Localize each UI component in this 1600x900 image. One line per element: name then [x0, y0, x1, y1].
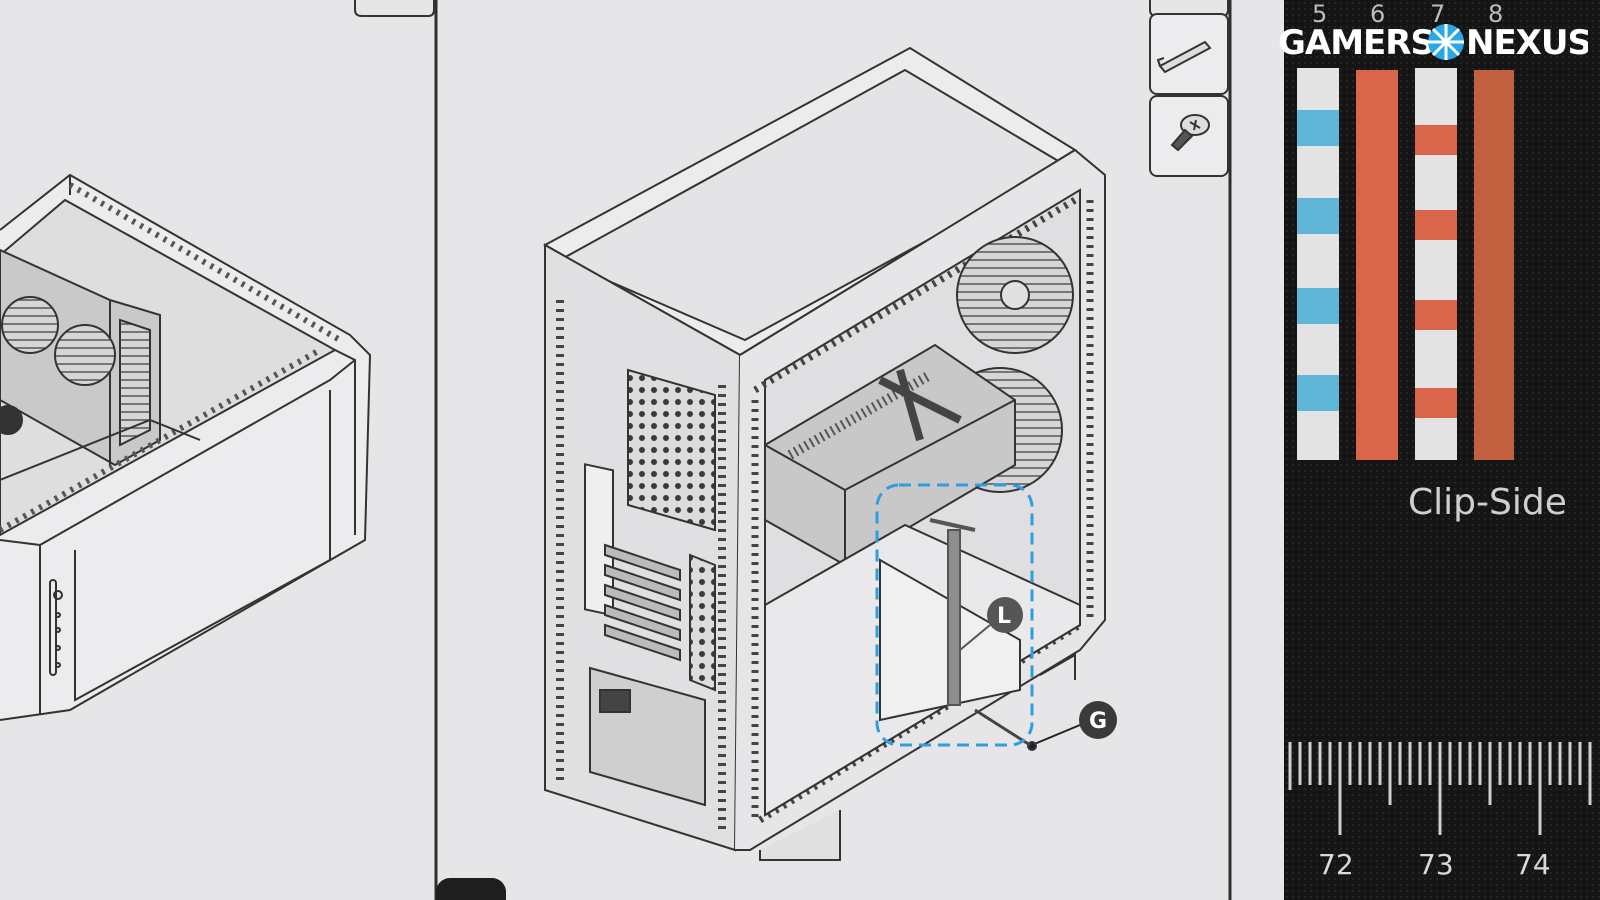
ruler-number-74: 74 [1515, 848, 1551, 881]
callout-g: G [1079, 701, 1117, 739]
screw-icon [1170, 114, 1210, 152]
logo-text-nexus: NEXUS [1466, 23, 1588, 63]
callout-l: L [959, 597, 1023, 651]
connector-overlay [1280, 0, 1600, 900]
pin-number-6: 6 [1370, 0, 1386, 28]
pin-number-8: 8 [1488, 0, 1504, 28]
pin-number-7: 7 [1430, 0, 1446, 28]
highlight-box [875, 483, 1034, 747]
wire-2 [1356, 70, 1398, 460]
clip-side-label: Clip-Side [1408, 482, 1567, 523]
ruler-number-72: 72 [1318, 848, 1354, 881]
wire-3 [1415, 68, 1457, 460]
ruler [1288, 742, 1592, 835]
gamers-nexus-logo: GAMERS NEXUS [1278, 23, 1588, 63]
logo-text-gamers: GAMERS [1278, 23, 1434, 63]
bottom-page-tab [436, 878, 506, 900]
tool-icons [1149, 0, 1229, 177]
wire-4 [1474, 70, 1514, 460]
page-tab [354, 0, 435, 17]
ruler-number-73: 73 [1418, 848, 1454, 881]
wire-1 [1297, 68, 1339, 460]
callout-l-letter: L [997, 604, 1011, 629]
left-case-illustration [0, 173, 372, 721]
center-case-illustration [542, 46, 1106, 861]
logo-emblem-icon [1428, 24, 1464, 60]
callout-g-letter: G [1089, 709, 1107, 734]
bracket-icon [1156, 40, 1212, 74]
pin-number-5: 5 [1312, 0, 1328, 28]
